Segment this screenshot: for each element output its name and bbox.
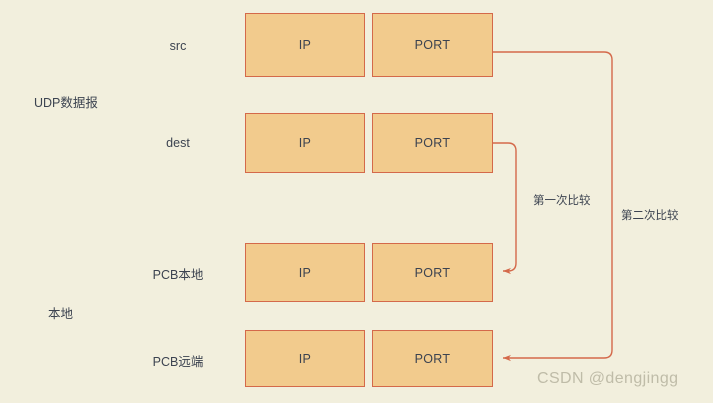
row-label-dest: dest — [166, 136, 190, 150]
group-label-udp-datagram: UDP数据报 — [34, 96, 98, 110]
connector-dest-to-pcb-local — [493, 142, 517, 275]
box-dest-port: PORT — [372, 113, 493, 173]
csdn-watermark: CSDN @dengjingg — [537, 370, 679, 387]
box-pcb-local-ip: IP — [245, 243, 365, 302]
box-dest-ip: IP — [245, 113, 365, 173]
box-src-ip: IP — [245, 13, 365, 77]
box-pcb-remote-ip: IP — [245, 330, 365, 387]
row-label-pcb-remote: PCB远端 — [152, 355, 204, 369]
group-label-local: 本地 — [48, 307, 74, 321]
edge-label-second-comparison: 第二次比较 — [621, 210, 679, 222]
box-pcb-local-port: PORT — [372, 243, 493, 302]
row-label-src: src — [169, 39, 187, 53]
row-label-pcb-local: PCB本地 — [152, 268, 204, 282]
box-src-port: PORT — [372, 13, 493, 77]
edge-label-first-comparison: 第一次比较 — [533, 195, 591, 207]
box-pcb-remote-port: PORT — [372, 330, 493, 387]
